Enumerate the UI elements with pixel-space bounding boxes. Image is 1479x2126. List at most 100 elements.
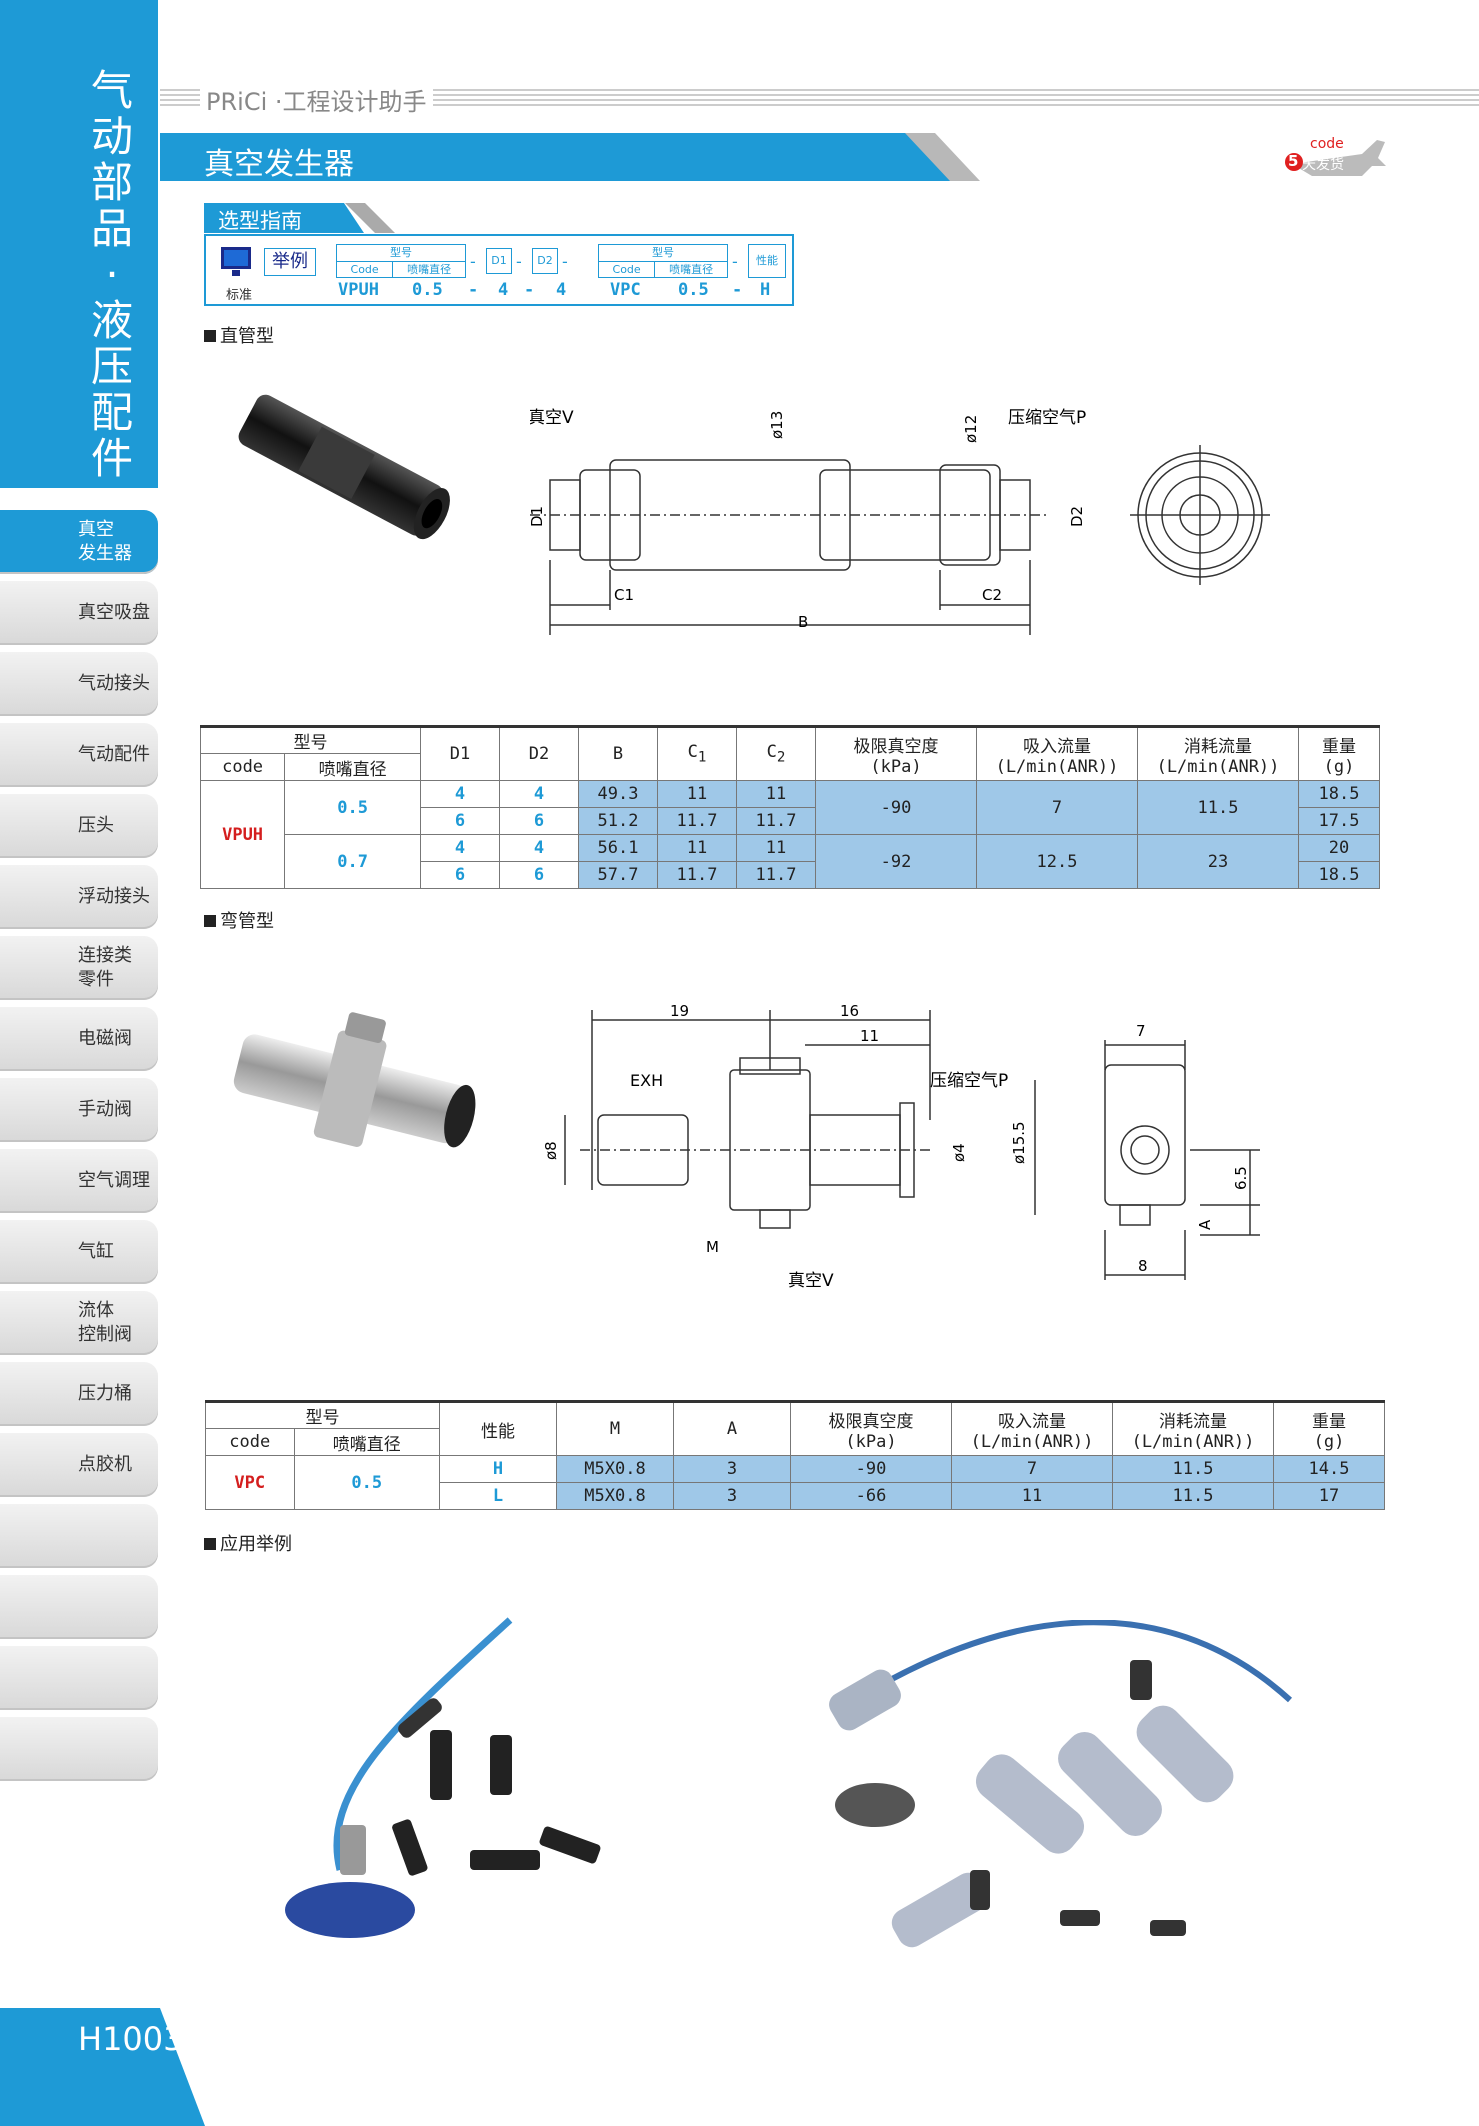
- label-c2: C2: [982, 586, 1002, 604]
- category-char: 气: [90, 66, 133, 115]
- dash: -: [732, 252, 738, 271]
- th-c1-sub: 1: [697, 749, 707, 766]
- model-box-2: 型号 Code 喷嘴直径: [598, 244, 728, 278]
- th-c1: C1: [657, 726, 737, 781]
- cell-nozzle: 0.5: [293, 1455, 441, 1510]
- th-code: code: [199, 753, 286, 781]
- label-compressed-air: 压缩空气P: [1008, 408, 1086, 428]
- logo-text: 天发货: [1302, 157, 1344, 173]
- th-m: M: [556, 1401, 674, 1456]
- th-weight-text: 重量: [1312, 1411, 1346, 1432]
- cell-performance: H: [439, 1455, 557, 1483]
- sidebar-item[interactable]: 电磁阀: [0, 1007, 158, 1071]
- sidebar-item[interactable]: 真空 发生器: [0, 510, 158, 574]
- sidebar-item[interactable]: 压头: [0, 794, 158, 858]
- category-char: 液: [90, 296, 133, 345]
- cell-suction: 11: [951, 1482, 1113, 1510]
- th-performance: 性能: [439, 1401, 557, 1456]
- guide-value-vpc: VPC: [610, 280, 641, 300]
- sidebar-item[interactable]: 空气调理: [0, 1149, 158, 1213]
- dim-phi8: ø8: [542, 1141, 560, 1160]
- guide-title: 选型指南: [218, 209, 302, 233]
- th-suction-text: 吸入流量: [1023, 736, 1091, 757]
- dim-a: A: [1196, 1219, 1214, 1230]
- th-c2-sub: 2: [776, 749, 786, 766]
- th-consumption: 消耗流量(L/min(ANR)): [1112, 1401, 1274, 1456]
- sidebar-item[interactable]: [0, 1575, 158, 1639]
- cell-weight: 18.5: [1298, 861, 1380, 889]
- dim-16: 16: [840, 1002, 859, 1020]
- th-vacuum-text: 极限真空度: [853, 736, 939, 757]
- sidebar-item-label: 真空 发生器: [78, 519, 132, 564]
- th-a: A: [673, 1401, 791, 1456]
- sidebar-item[interactable]: [0, 1646, 158, 1710]
- dash: -: [470, 252, 476, 271]
- sidebar-item[interactable]: 气动接头: [0, 652, 158, 716]
- sidebar-item[interactable]: 气缸: [0, 1220, 158, 1284]
- sidebar-item[interactable]: 流体 控制阀: [0, 1291, 158, 1355]
- sidebar-item-label: 点胶机: [78, 1454, 132, 1475]
- cell-d1: 4: [420, 780, 500, 808]
- sidebar-item[interactable]: 真空吸盘: [0, 581, 158, 645]
- cell-code: VPUH: [199, 780, 286, 889]
- dim-phi15-5: ø15.5: [1010, 1121, 1028, 1164]
- sidebar-item[interactable]: 手动阀: [0, 1078, 158, 1142]
- th-suction-text: 吸入流量: [998, 1411, 1066, 1432]
- cell-d1: 6: [420, 807, 500, 835]
- th-weight-unit: (g): [1323, 756, 1355, 777]
- sidebar-item[interactable]: 连接类 零件: [0, 936, 158, 1000]
- cell-b: 49.3: [578, 780, 658, 808]
- sidebar-item[interactable]: 气动配件: [0, 723, 158, 787]
- category-char: 动: [90, 112, 133, 161]
- label-vacuum: 真空V: [788, 1271, 834, 1291]
- th-c1-text: C: [687, 742, 698, 763]
- cell-d2: 6: [499, 807, 579, 835]
- label-d1: D1: [530, 506, 546, 527]
- category-char: 部: [90, 158, 133, 207]
- sidebar-item-label: [78, 1504, 158, 1568]
- cell-c1: 11: [657, 834, 737, 862]
- sidebar-item[interactable]: 压力桶: [0, 1362, 158, 1426]
- guide-value-d2: 4: [556, 280, 567, 300]
- cell-d2: 6: [499, 861, 579, 889]
- sidebar-item[interactable]: [0, 1504, 158, 1568]
- th-suction-unit: (L/min(ANR)): [995, 756, 1119, 777]
- label-exh: EXH: [630, 1071, 663, 1090]
- cell-d1: 6: [420, 861, 500, 889]
- cell-m: M5X0.8: [556, 1455, 674, 1483]
- elbow-drawing: 19 16 11 EXH 压缩空气P ø8 ø4 ø15.5 M 真空V 7 6…: [542, 1002, 1260, 1291]
- page-title: 真空发生器: [204, 147, 354, 182]
- th-model: 型号: [200, 726, 421, 754]
- spec-table-straight: 型号 D1 D2 B C1 C2 极限真空度(kPa) 吸入流量(L/min(A…: [199, 725, 1380, 889]
- cell-d2: 4: [499, 780, 579, 808]
- cell-c2: 11.7: [736, 807, 816, 835]
- example-label: 举例: [264, 248, 316, 276]
- guide-dash: -: [524, 280, 535, 300]
- nozzle-label-2: 喷嘴直径: [669, 263, 714, 276]
- label-m: M: [706, 1238, 719, 1256]
- sidebar-item-label: [78, 1575, 158, 1639]
- sidebar-item-label: [78, 1646, 158, 1710]
- brand-text: PRiCi ·工程设计助手: [200, 82, 433, 117]
- cell-d2: 4: [499, 834, 579, 862]
- th-weight-unit: (g): [1313, 1431, 1345, 1452]
- cell-m: M5X0.8: [556, 1482, 674, 1510]
- th-vacuum-unit: (kPa): [870, 756, 922, 777]
- sidebar-item[interactable]: 浮动接头: [0, 865, 158, 929]
- square-bullet-icon: [204, 1538, 216, 1550]
- sidebar-item-label: 手动阀: [78, 1099, 132, 1120]
- th-b: B: [578, 726, 658, 781]
- cell-c2: 11.7: [736, 861, 816, 889]
- th-suction: 吸入流量(L/min(ANR)): [951, 1401, 1113, 1456]
- cell-weight: 14.5: [1273, 1455, 1385, 1483]
- section-heading-application: 应用举例: [204, 1530, 292, 1556]
- guide-tab: [204, 203, 364, 233]
- sidebar-item[interactable]: [0, 1717, 158, 1781]
- application-photo-2: [829, 1620, 1293, 1948]
- elbow-product-photo: [233, 1012, 476, 1148]
- sidebar-item[interactable]: 点胶机: [0, 1433, 158, 1497]
- cell-d1: 4: [420, 834, 500, 862]
- cell-b: 57.7: [578, 861, 658, 889]
- sidebar-item-label: 连接类 零件: [78, 945, 132, 990]
- sidebar-item-label: [78, 1717, 158, 1781]
